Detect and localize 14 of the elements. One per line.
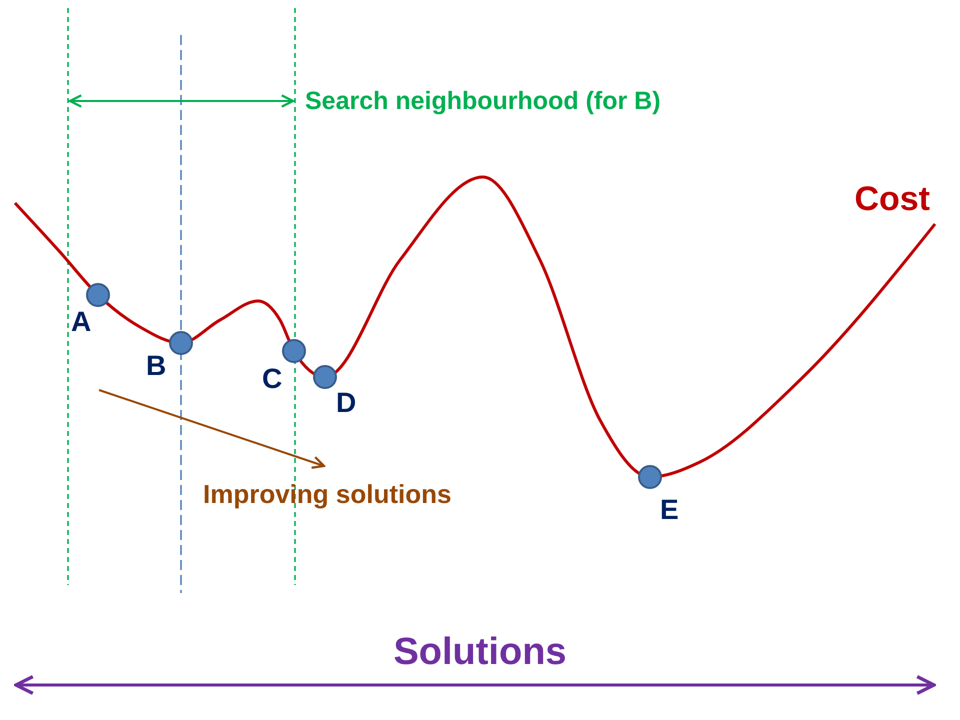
solution-point xyxy=(86,283,110,307)
solution-point xyxy=(313,365,337,389)
point-label: C xyxy=(262,365,282,393)
point-label: B xyxy=(146,352,166,380)
solution-point xyxy=(638,465,662,489)
solution-point xyxy=(282,339,306,363)
axis-label: Cost xyxy=(854,182,930,216)
axis-label: Solutions xyxy=(393,633,567,671)
arrow-label: Improving solutions xyxy=(203,481,452,507)
neighbourhood-label: Search neighbourhood (for B) xyxy=(305,89,661,114)
solution-point xyxy=(169,331,193,355)
point-label: A xyxy=(71,308,92,336)
point-label: E xyxy=(660,496,679,524)
point-label: D xyxy=(336,389,356,417)
